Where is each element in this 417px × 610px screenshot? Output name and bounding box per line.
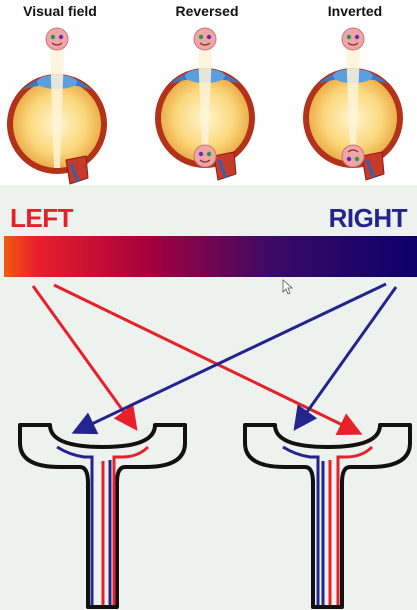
nerve-red-temporal (336, 445, 374, 605)
nerve-red-temporal (112, 445, 150, 605)
left-eye-cup (18, 423, 187, 609)
face-eye-purple (58, 34, 64, 40)
face-eye-purple (346, 156, 352, 162)
face-mouth (199, 42, 211, 46)
face-icon-projected (193, 144, 217, 168)
pathway-panel: LEFT RIGHT (0, 185, 417, 610)
mouse-cursor-icon (282, 279, 294, 295)
face-mouth (51, 42, 63, 46)
right-eye-cup (243, 423, 412, 609)
gradient-fill (4, 236, 417, 277)
nerve-blue-temporal (282, 445, 320, 605)
pathway-diagram (18, 279, 412, 609)
face-eye-purple (198, 151, 204, 157)
nerve-blue-temporal (56, 445, 94, 605)
arrow-left-to-left-eye (31, 285, 138, 431)
face-icon (193, 27, 217, 51)
eye-cup-outline (243, 423, 412, 609)
eye-visual-field (7, 27, 107, 185)
left-right-gradient-bar (4, 236, 417, 277)
optic-nerve-vessel (217, 159, 228, 179)
face-eye-green (198, 34, 204, 40)
face-icon (341, 27, 365, 51)
eye-diagrams (7, 27, 403, 185)
face-eye-purple (354, 34, 360, 40)
face-eye-green (50, 34, 56, 40)
optic-nerve-vessel (69, 163, 80, 183)
eye-panels: Visual field Reversed Inverted (0, 0, 417, 185)
eye-cup-outline (18, 423, 187, 609)
arrow-left-to-right-eye (53, 283, 363, 435)
optic-nerve (65, 155, 89, 185)
panel-label-inverted: Inverted (327, 3, 383, 19)
face-mouth (347, 42, 359, 46)
arrow-right-to-right-eye (293, 286, 398, 431)
eye-inverted (303, 27, 403, 181)
face-eye-purple (206, 34, 212, 40)
eye-reversed (155, 27, 255, 181)
light-cone (198, 50, 212, 150)
optic-nerve-vessel (365, 159, 376, 179)
face-mouth (199, 159, 211, 163)
panel-label-reversed: Reversed (175, 3, 239, 19)
face-eye-green (354, 156, 360, 162)
left-label: LEFT (10, 203, 74, 233)
panel-label-visual-field: Visual field (23, 3, 97, 19)
optic-nerve (361, 151, 385, 181)
right-label: RIGHT (328, 203, 408, 233)
light-cone (346, 50, 360, 146)
face-eye-green (346, 34, 352, 40)
face-icon (45, 27, 69, 51)
light-cone (50, 50, 64, 168)
face-mouth (347, 149, 359, 153)
face-icon-inverted (341, 144, 365, 168)
arrow-right-to-left-eye (71, 282, 387, 435)
optic-nerve (213, 151, 237, 181)
face-eye-green (206, 151, 212, 157)
